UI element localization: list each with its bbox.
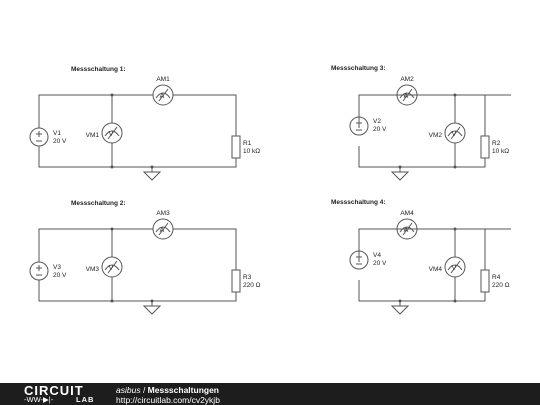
svg-text:A: A	[160, 93, 165, 100]
ground-icon	[142, 167, 162, 181]
voltmeter-icon[interactable]: V	[101, 256, 123, 278]
resistor-value-label: 10 kΩ	[492, 148, 509, 155]
source-name-label: V2	[373, 118, 381, 125]
resistor-name-label: R1	[243, 140, 252, 147]
resistor-icon[interactable]	[231, 269, 241, 293]
ammeter-label: AM2	[400, 76, 414, 83]
circuit-title: Messschaltung 4:	[331, 199, 386, 206]
svg-text:V: V	[109, 265, 114, 272]
schematic-title: Messschaltungen	[147, 385, 219, 395]
author-link[interactable]: asibus	[116, 385, 141, 395]
source-value-label: 20 V	[373, 126, 387, 133]
ammeter-icon[interactable]: A	[396, 84, 418, 106]
voltmeter-icon[interactable]: V	[444, 256, 466, 278]
circuit-title: Messschaltung 2:	[71, 200, 126, 207]
circuit-title: Messschaltung 1:	[71, 66, 126, 73]
voltmeter-icon[interactable]: V	[444, 122, 466, 144]
resistor-icon[interactable]	[480, 135, 490, 159]
resistor-value-label: 10 kΩ	[243, 148, 260, 155]
footer-bar: CIRCUIT -WW-▶|- LAB asibus / Messschaltu…	[0, 383, 540, 405]
voltage-source-icon[interactable]	[29, 261, 49, 281]
svg-text:A: A	[160, 227, 165, 234]
resistor-name-label: R2	[492, 140, 501, 147]
circuit-title: Messschaltung 3:	[331, 65, 386, 72]
logo-lab: LAB	[76, 395, 95, 404]
title-separator: /	[140, 385, 148, 395]
ground-icon	[390, 167, 410, 181]
svg-text:A: A	[404, 93, 409, 100]
resistor-value-label: 220 Ω	[243, 282, 261, 289]
ammeter-label: AM4	[400, 210, 414, 217]
resistor-name-label: R3	[243, 274, 252, 281]
voltage-source-icon[interactable]	[29, 127, 49, 147]
ground-icon	[390, 301, 410, 315]
source-value-label: 20 V	[53, 138, 67, 145]
voltmeter-label: VM1	[86, 132, 100, 139]
source-value-label: 20 V	[53, 272, 67, 279]
voltage-source-icon[interactable]	[349, 250, 369, 270]
voltmeter-label: VM3	[86, 266, 100, 273]
voltmeter-label: VM4	[429, 266, 443, 273]
footer-info: asibus / Messschaltungen http://circuitl…	[116, 385, 220, 405]
source-value-label: 20 V	[373, 260, 387, 267]
ammeter-label: AM1	[156, 76, 170, 83]
source-name-label: V1	[53, 130, 61, 137]
resistor-name-label: R4	[492, 274, 501, 281]
resistor-icon[interactable]	[480, 269, 490, 293]
voltmeter-label: VM2	[429, 132, 443, 139]
source-name-label: V3	[53, 264, 61, 271]
circuitlab-logo[interactable]: CIRCUIT -WW-▶|- LAB	[24, 383, 114, 405]
ammeter-icon[interactable]: A	[396, 218, 418, 240]
voltmeter-icon[interactable]: V	[101, 122, 123, 144]
ammeter-icon[interactable]: A	[152, 84, 174, 106]
svg-text:A: A	[404, 227, 409, 234]
ammeter-label: AM3	[156, 210, 170, 217]
ammeter-icon[interactable]: A	[152, 218, 174, 240]
schematic-url[interactable]: http://circuitlab.com/cv2ykjb	[116, 395, 220, 405]
resistor-value-label: 220 Ω	[492, 282, 510, 289]
source-name-label: V4	[373, 252, 381, 259]
logo-word: CIRCUIT	[24, 383, 84, 398]
svg-text:V: V	[109, 131, 114, 138]
resistor-icon[interactable]	[231, 135, 241, 159]
svg-text:V: V	[452, 265, 457, 272]
svg-text:V: V	[452, 131, 457, 138]
ground-icon	[142, 301, 162, 315]
voltage-source-icon[interactable]	[349, 116, 369, 136]
logo-resistor-icon: -WW-▶|-	[24, 395, 54, 404]
